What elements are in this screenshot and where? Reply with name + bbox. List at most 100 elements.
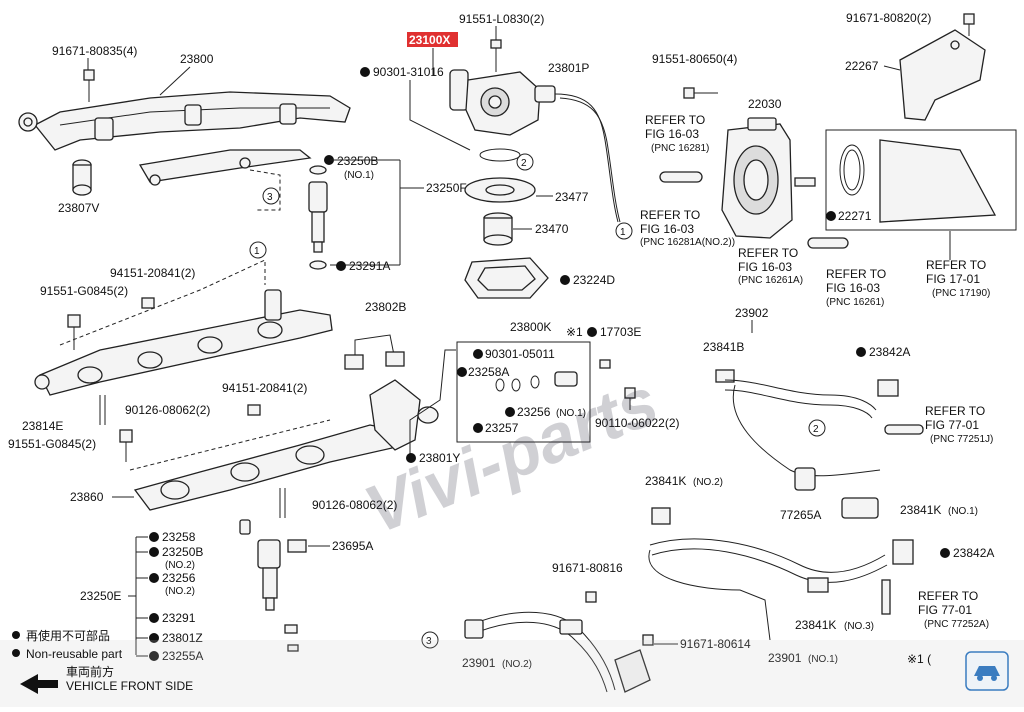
label-23257: 23257: [485, 421, 519, 435]
label-23224D: 23224D: [573, 273, 615, 287]
refer-2-head: REFER TO: [640, 208, 700, 222]
throttle-body-22030: [721, 117, 793, 239]
refer-1-pnc: (PNC 16281): [651, 143, 709, 154]
label-23841K-3-note: (NO.3): [844, 621, 874, 632]
delivery-pipe-23860: [133, 424, 396, 511]
refer-4-head: REFER TO: [826, 267, 886, 281]
mount-23807V: [72, 159, 92, 196]
label-23250B-2-note: (NO.2): [165, 560, 195, 571]
nonreusable-dot: [940, 548, 950, 558]
label-23256-b-note: (NO.2): [165, 586, 195, 597]
bolt-91671-80835: [83, 69, 95, 102]
bolt-91551-G0845: [67, 314, 81, 350]
nipple-ref-16281A: [794, 177, 816, 187]
nonreusable-dot: [473, 423, 483, 433]
nonreusable-dot: [149, 547, 159, 557]
nonreusable-dot: [336, 261, 346, 271]
label-91551-80650: 91551-80650(4): [652, 52, 737, 66]
pressure-sensor-kit: [495, 371, 578, 392]
refer-3-fig: FIG 16-03: [738, 260, 792, 274]
refer-7-pnc: (PNC 77252A): [924, 619, 989, 630]
delivery-pipe-23814E: [34, 289, 333, 396]
legend-en-nonreusable: Non-reusable part: [26, 647, 123, 661]
svg-text:23100X: 23100X: [409, 33, 450, 47]
label-90110-06022: 90110-06022(2): [595, 416, 680, 430]
label-91551-G0845-a: 91551-G0845(2): [40, 284, 128, 298]
nonreusable-dot: [560, 275, 570, 285]
label-23902: 23902: [735, 306, 769, 320]
connector-23842A-b: [892, 539, 914, 565]
label-91671-80816: 91671-80816: [552, 561, 623, 575]
bolt-91551-G0845-b: [119, 429, 133, 462]
connector-23842A: [877, 379, 899, 397]
refer-4-pnc: (PNC 16261): [826, 297, 884, 308]
label-77265A: 77265A: [780, 508, 821, 522]
nonreusable-dot: [856, 347, 866, 357]
label-23256-b: 23256: [162, 571, 196, 585]
label-91671-80835: 91671-80835(4): [52, 44, 137, 58]
label-23477: 23477: [555, 190, 589, 204]
legend-jp-front: 車両前方: [66, 664, 114, 679]
nut-94151-20841-b: [247, 404, 261, 416]
label-23807V: 23807V: [58, 201, 99, 215]
o-ring-90301-31016: [479, 148, 521, 162]
nonreusable-dot: [505, 407, 515, 417]
nonreusable-dot: [587, 327, 597, 337]
label-22271: 22271: [838, 209, 872, 223]
label-91671-80820: 91671-80820(2): [846, 11, 931, 25]
label-23842A-a: 23842A: [869, 345, 910, 359]
stud-90126-08062-b: [279, 488, 286, 518]
refer-4-fig: FIG 16-03: [826, 281, 880, 295]
clamp-23841K-3: [807, 577, 829, 593]
label-23250B-note: (NO.1): [344, 170, 374, 181]
label-23802B: 23802B: [365, 300, 406, 314]
nonreusable-dot: [473, 349, 483, 359]
detail-box-22271: [825, 129, 1017, 231]
lifter-guide-23477: [464, 177, 536, 203]
label-23801P: 23801P: [548, 61, 589, 75]
label-23800: 23800: [180, 52, 214, 66]
label-91671-80614: 91671-80614: [680, 637, 751, 651]
label-23291: 23291: [162, 611, 196, 625]
kit-box-23800K: [456, 341, 591, 443]
refer-7-head: REFER TO: [918, 589, 978, 603]
refer-6-head: REFER TO: [925, 404, 985, 418]
nonreusable-dot: [457, 367, 467, 377]
refer-1-head: REFER TO: [645, 113, 705, 127]
callout-2-hose: 2: [808, 419, 826, 437]
refer-5-head: REFER TO: [926, 258, 986, 272]
label-23841K-3: 23841K: [795, 618, 836, 632]
nonreusable-dot: [149, 532, 159, 542]
bolt-91671-80820: [963, 13, 975, 36]
nonreusable-dot: [149, 633, 159, 643]
hose-ref-77252A: [881, 579, 891, 615]
callout-1-pipe: 1: [615, 222, 633, 240]
label-23256-a-note: (NO.1): [556, 408, 586, 419]
nut-94151-20841: [141, 297, 155, 309]
label-23250B: 23250B: [337, 154, 378, 168]
label-23841K-2-note: (NO.2): [693, 477, 723, 488]
label-23860: 23860: [70, 490, 104, 504]
refer-6-pnc: (PNC 77251J): [930, 434, 993, 445]
clamp-23841K-1: [841, 497, 879, 519]
label-23258: 23258: [162, 530, 196, 544]
label-23250B-2: 23250B: [162, 545, 203, 559]
legend-en-front: VEHICLE FRONT SIDE: [66, 679, 193, 693]
nonreusable-dot: [360, 67, 370, 77]
refer-3-head: REFER TO: [738, 246, 798, 260]
svg-text:1: 1: [254, 246, 260, 257]
label-90301-05011: 90301-05011: [485, 347, 555, 361]
high-pressure-fuel-pump: [449, 69, 556, 136]
label-23250F: 23250F: [426, 181, 467, 195]
callout-1-delivery: 1: [249, 241, 267, 259]
label-23814E: 23814E: [22, 419, 63, 433]
fuel-delivery-pipe-23800: [18, 91, 351, 186]
nonreusable-dot: [826, 211, 836, 221]
refer-2-fig: FIG 16-03: [640, 222, 694, 236]
refer-2-pnc: (PNC 16281A(NO.2)): [640, 237, 735, 248]
legend-dot-jp: [12, 631, 20, 639]
label-23695A: 23695A: [332, 539, 373, 553]
pipe-23802B: [344, 334, 405, 370]
hose-ref-16281: [659, 171, 703, 183]
